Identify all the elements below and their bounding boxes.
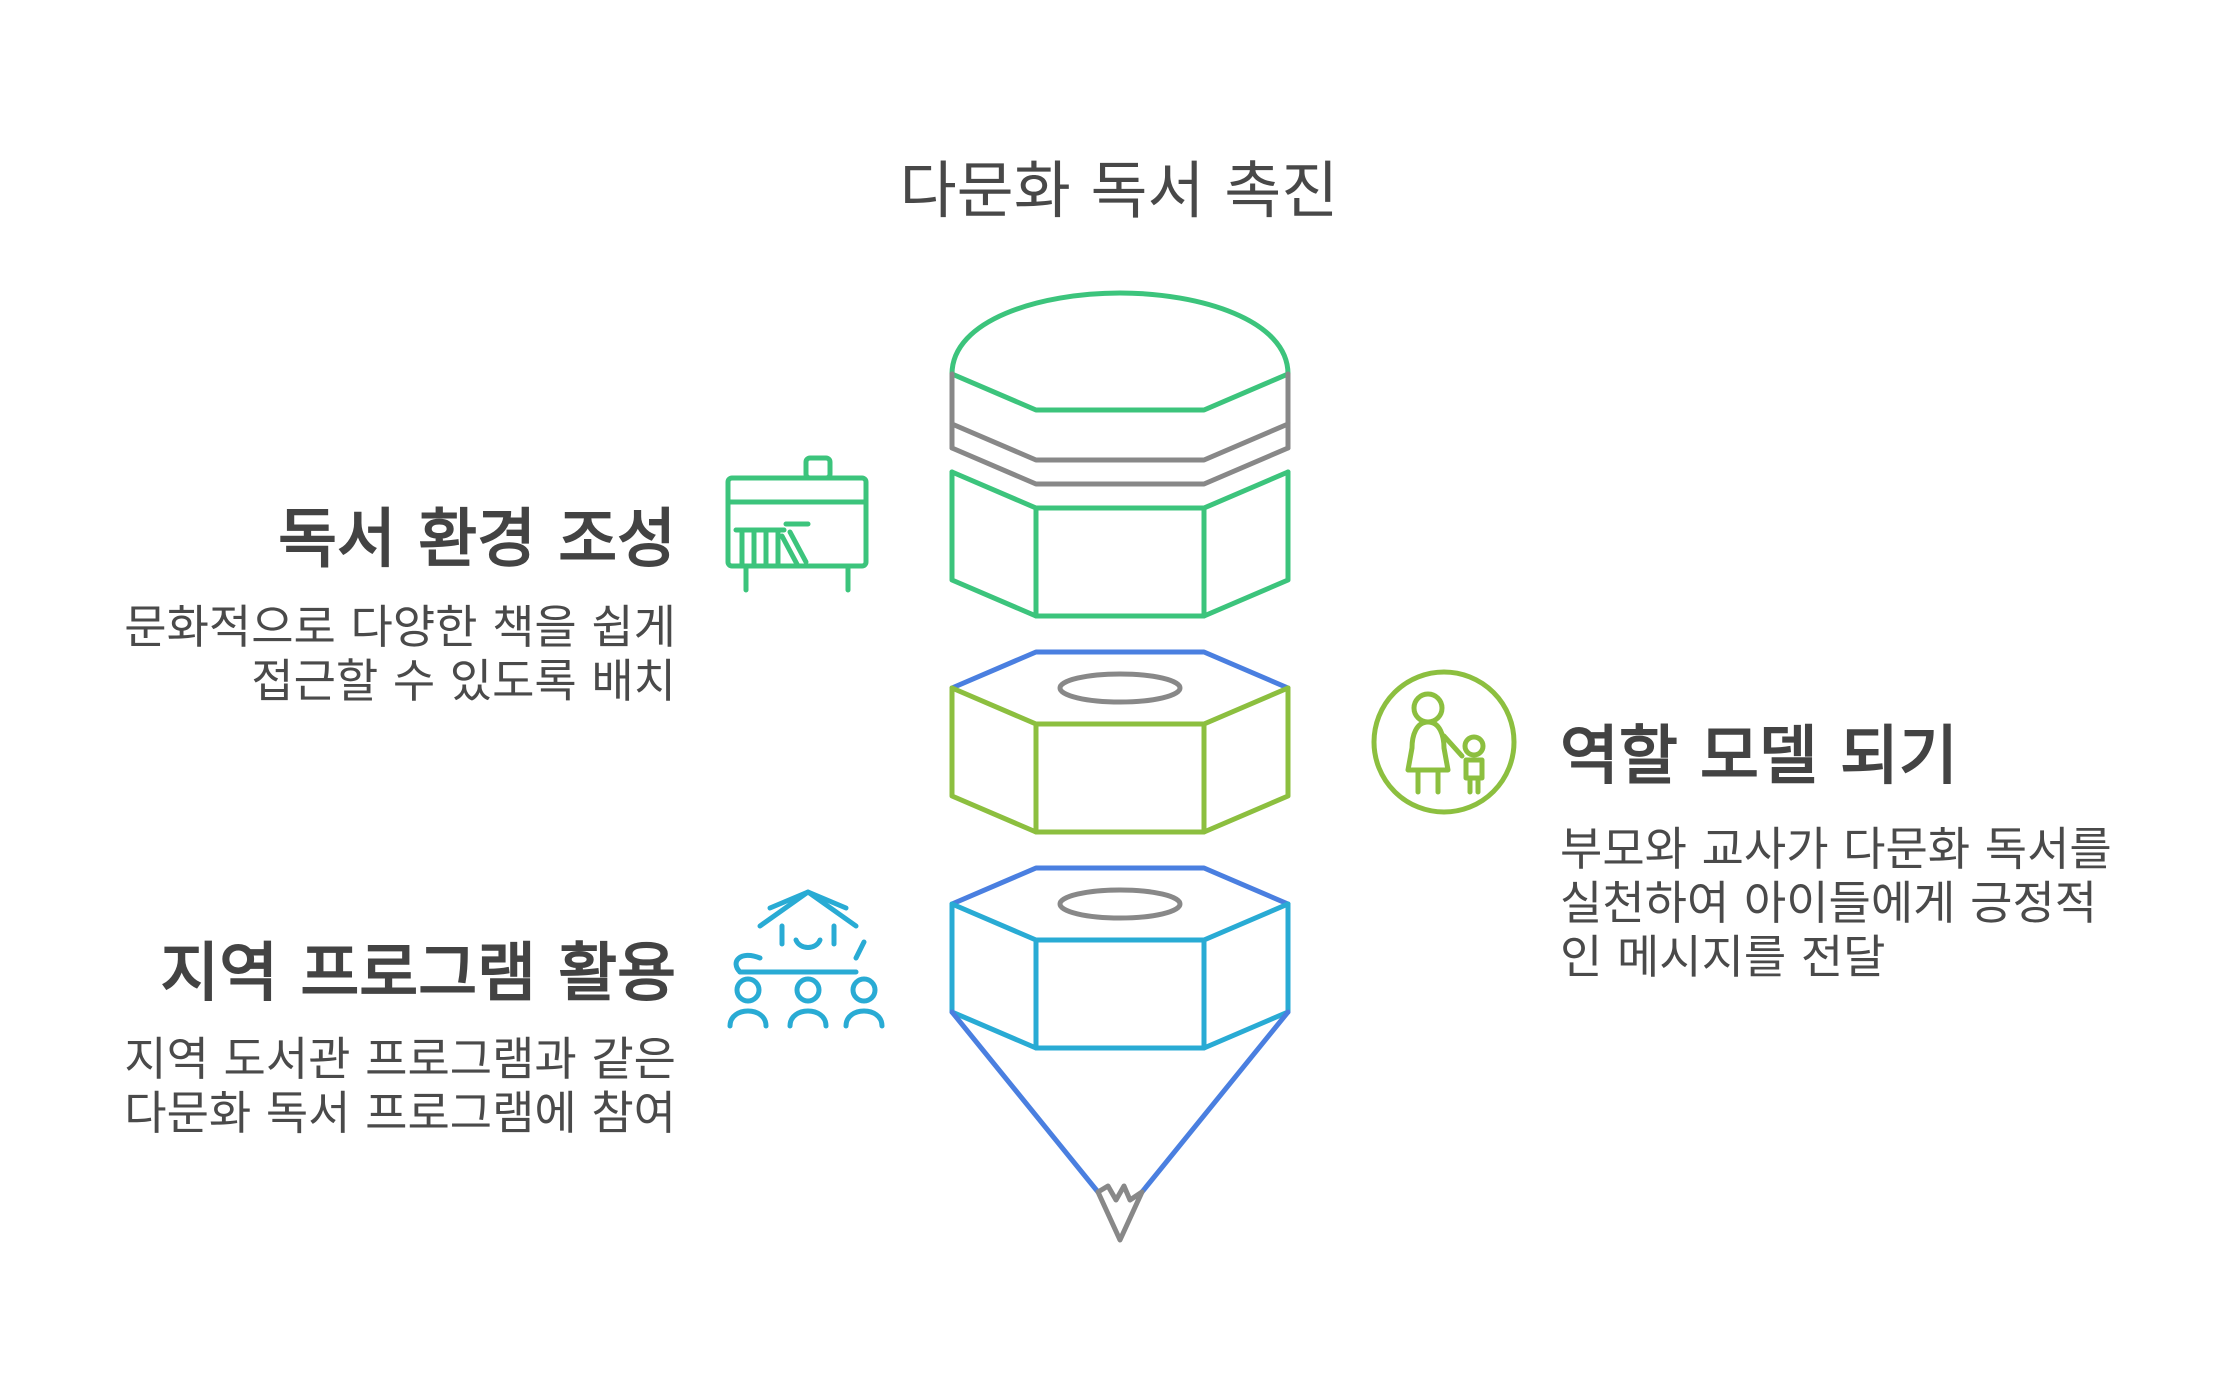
- pencil-bottom-segment: [949, 865, 1291, 1243]
- desc-line: 문화적으로 다양한 책을 쉽게: [124, 600, 676, 654]
- desc-line: 다문화 독서 프로그램에 참여: [124, 1086, 676, 1140]
- desc-line: 지역 도서관 프로그램과 같은: [124, 1032, 676, 1086]
- heading-role-model: 역할 모델 되기: [1560, 720, 1958, 794]
- diagram-title: 다문화 독서 촉진: [899, 154, 1339, 227]
- bookshelf-icon: [725, 455, 869, 593]
- heading-reading-environment: 독서 환경 조성: [278, 503, 676, 577]
- desc-line: 실천하여 아이들에게 긍정적: [1560, 876, 2098, 930]
- pencil-middle-segment: [949, 649, 1291, 835]
- heading-local-program: 지역 프로그램 활용: [160, 937, 676, 1011]
- desc-line: 접근할 수 있도록 배치: [251, 654, 676, 708]
- desc-role-model: 부모와 교사가 다문화 독서를 실천하여 아이들에게 긍정적 인 메시지를 전달: [1560, 822, 2180, 984]
- desc-line: 부모와 교사가 다문화 독서를: [1560, 822, 2112, 876]
- desc-reading-environment: 문화적으로 다양한 책을 쉽게 접근할 수 있도록 배치: [0, 600, 676, 708]
- pencil-top-segment: [949, 290, 1291, 619]
- desc-local-program: 지역 도서관 프로그램과 같은 다문화 독서 프로그램에 참여: [0, 1032, 676, 1140]
- community-teacher-icon: [727, 889, 885, 1029]
- parent-child-icon: [1371, 669, 1517, 815]
- desc-line: 인 메시지를 전달: [1560, 930, 1886, 984]
